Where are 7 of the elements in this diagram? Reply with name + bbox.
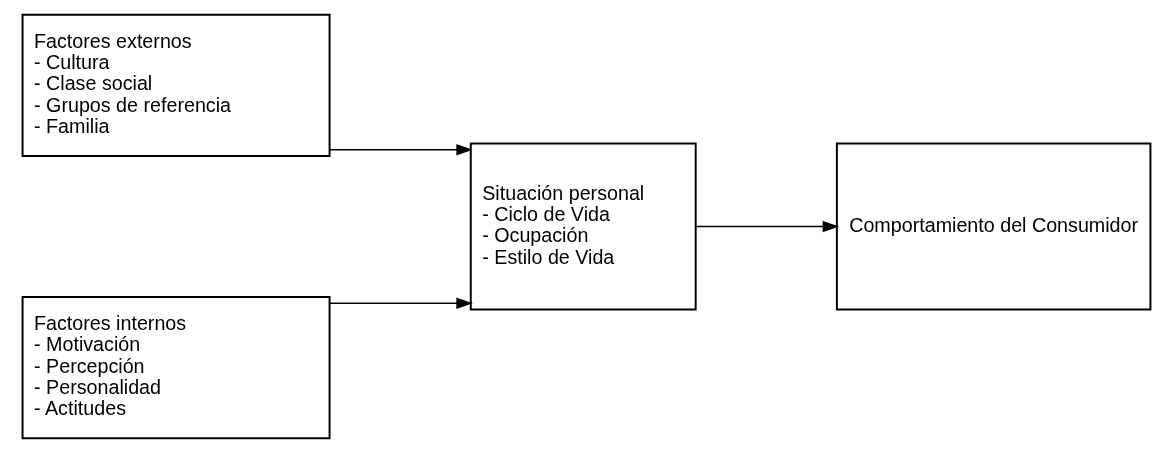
node-box: Comportamiento del Consumidor [835,142,1151,311]
arrow [328,297,473,309]
node-box: Factores internos - Motivación - Percepción - Personalidad - Actitudes [21,296,331,440]
arrow [694,220,839,233]
node-box: Situación personal - Ciclo de Vida - Ocupación - Estilo de Vida [469,142,697,311]
node-box: Factores externos - Cultura - Clase social - Grupos de referencia - Familia [21,13,331,157]
arrow [328,144,473,156]
